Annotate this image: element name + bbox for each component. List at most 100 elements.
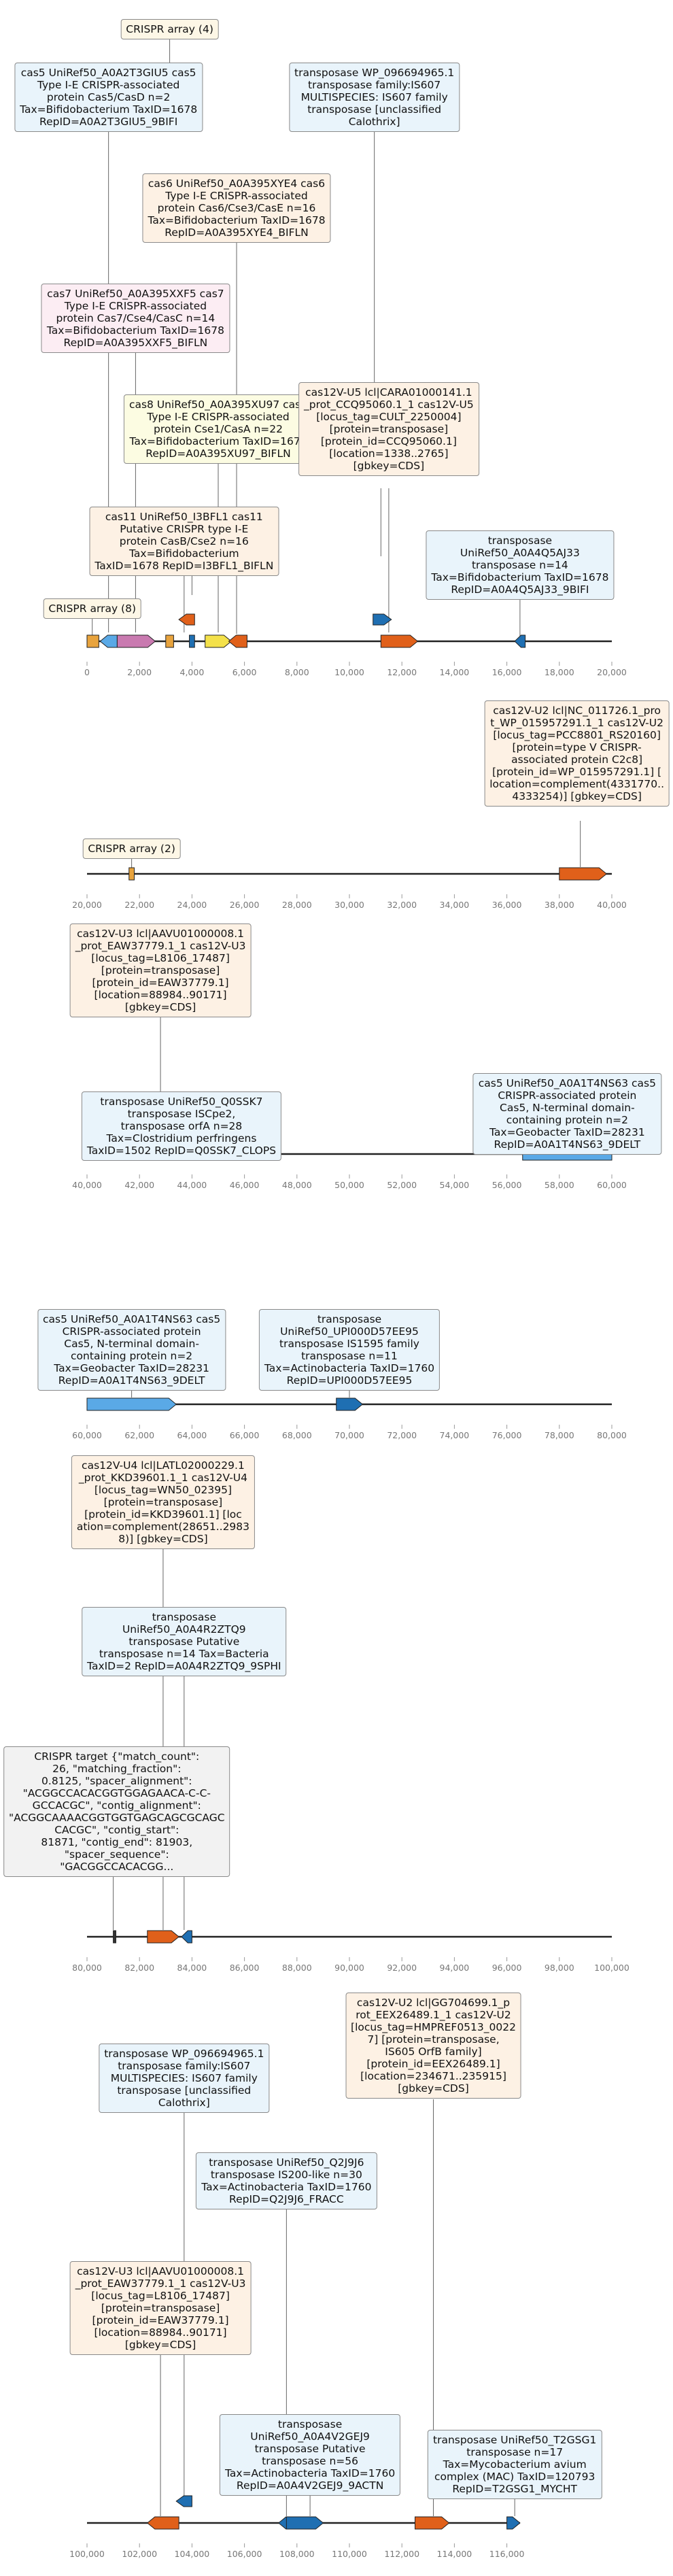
axis-tick-label: 66,000 <box>229 1430 260 1440</box>
axis-tick-label: 34,000 <box>439 900 470 910</box>
axis-tick-label: 26,000 <box>229 900 260 910</box>
gene-arrow <box>514 634 526 648</box>
gene-arrow <box>336 1397 364 1411</box>
axis-tick-label: 100,000 <box>594 1963 629 1973</box>
axis-tick-label: 98,000 <box>544 1963 574 1973</box>
axis-tick-label: 38,000 <box>544 900 574 910</box>
feature-annotation-label: transposase UniRef50_A0A4R2ZTQ9 transpos… <box>82 1607 287 1676</box>
axis-tick-label: 80,000 <box>597 1430 627 1440</box>
axis-tick-label: 90,000 <box>334 1963 364 1973</box>
axis-tick-label: 50,000 <box>334 1180 364 1190</box>
axis-tick-label: 68,000 <box>281 1430 312 1440</box>
feature-annotation-label: transposase UniRef50_A0A4Q5AJ33 transpos… <box>426 530 615 600</box>
gene-arrow <box>86 1397 177 1411</box>
feature-annotation-label: transposase WP_096694965.1 transposase f… <box>289 63 460 132</box>
feature-annotation-label: cas12V-U4 lcl|LATL02000229.1 _prot_KKD39… <box>71 1455 256 1549</box>
axis-tick-label: 32,000 <box>387 900 417 910</box>
axis-tick-label: 100,000 <box>69 2549 105 2559</box>
axis-tick-label: 56,000 <box>491 1180 522 1190</box>
axis-tick-label: 58,000 <box>544 1180 574 1190</box>
axis-tick-label: 92,000 <box>387 1963 417 1973</box>
axis-tick-label: 74,000 <box>439 1430 470 1440</box>
feature-annotation-label: cas6 UniRef50_A0A395XYE4 cas6 Type I-E C… <box>142 173 331 243</box>
feature-annotation-label: cas12V-U5 lcl|CARA01000141.1 _prot_CCQ95… <box>298 382 479 476</box>
axis-tick-label: 64,000 <box>177 1430 207 1440</box>
feature-annotation-label: CRISPR array (2) <box>82 838 181 859</box>
feature-annotation-label: transposase UniRef50_T2GSG1 transposase … <box>427 2430 602 2499</box>
axis-tick-label: 78,000 <box>544 1430 574 1440</box>
axis-tick-label: 2,000 <box>127 667 152 677</box>
feature-box <box>113 1930 116 1944</box>
axis-tick-label: 20,000 <box>72 900 102 910</box>
axis-tick-label: 40,000 <box>597 900 627 910</box>
axis-tick-label: 22,000 <box>124 900 155 910</box>
axis-tick-label: 110,000 <box>332 2549 367 2559</box>
feature-annotation-label: cas12V-U2 lcl|NC_011726.1_pro t_WP_01595… <box>484 700 670 807</box>
axis-tick-label: 18,000 <box>544 667 574 677</box>
gene-arrow <box>178 613 195 626</box>
feature-annotation-label: cas7 UniRef50_A0A395XXF5 cas7 Type I-E C… <box>41 284 230 353</box>
feature-annotation-label: transposase WP_096694965.1 transposase f… <box>99 2044 270 2113</box>
axis-tick-label: 80,000 <box>72 1963 102 1973</box>
feature-annotation-label: CRISPR target {"match_count": 26, "match… <box>3 1746 230 1877</box>
feature-annotation-label: transposase UniRef50_A0A4V2GEJ9 transpos… <box>219 2414 401 2496</box>
axis-tick-label: 70,000 <box>334 1430 364 1440</box>
gene-arrow <box>228 634 247 648</box>
axis-tick-label: 60,000 <box>597 1180 627 1190</box>
feature-annotation-label: cas11 UniRef50_I3BFL1 cas11 Putative CRI… <box>89 507 279 576</box>
gene-arrow <box>559 867 608 881</box>
feature-annotation-label: cas5 UniRef50_A0A2T3GIU5 cas5 Type I-E C… <box>14 63 203 132</box>
feature-annotation-label: cas5 UniRef50_A0A1T4NS63 cas5 CRISPR-ass… <box>472 1073 661 1155</box>
gene-arrow <box>181 1930 192 1944</box>
gene-arrow <box>415 2516 450 2530</box>
gene-arrow <box>146 2516 179 2530</box>
axis-tick-label: 4,000 <box>179 667 205 677</box>
gene-arrow <box>147 1930 179 1944</box>
axis-tick-label: 108,000 <box>279 2549 315 2559</box>
feature-annotation-label: cas5 UniRef50_A0A1T4NS63 cas5 CRISPR-ass… <box>37 1309 226 1391</box>
axis-tick-label: 28,000 <box>281 900 312 910</box>
axis-tick-label: 82,000 <box>124 1963 155 1973</box>
axis-tick-label: 52,000 <box>387 1180 417 1190</box>
feature-annotation-label: cas12V-U3 lcl|AAVU01000008.1 _prot_EAW37… <box>69 923 252 1017</box>
gene-arrow <box>175 2495 192 2507</box>
axis-tick-label: 88,000 <box>281 1963 312 1973</box>
feature-annotation-label: transposase UniRef50_UPI000D57EE95 trans… <box>258 1309 441 1391</box>
axis-tick-label: 62,000 <box>124 1430 155 1440</box>
feature-annotation-label: cas8 UniRef50_A0A395XU97 cas8 Type I-E C… <box>123 394 313 464</box>
axis-tick-label: 24,000 <box>177 900 207 910</box>
axis-tick-label: 106,000 <box>226 2549 262 2559</box>
axis-tick-label: 46,000 <box>229 1180 260 1190</box>
axis-tick-label: 0 <box>84 667 90 677</box>
feature-annotation-label: CRISPR array (4) <box>120 19 219 39</box>
axis-tick-label: 36,000 <box>491 900 522 910</box>
gene-arrow <box>116 634 156 648</box>
axis-tick-label: 86,000 <box>229 1963 260 1973</box>
axis-tick-label: 84,000 <box>177 1963 207 1973</box>
feature-box <box>128 867 135 881</box>
feature-box <box>86 634 99 648</box>
axis-tick-label: 40,000 <box>72 1180 102 1190</box>
gene-arrow <box>380 634 419 648</box>
axis-tick-label: 76,000 <box>491 1430 522 1440</box>
axis-tick-label: 104,000 <box>174 2549 210 2559</box>
axis-tick-label: 54,000 <box>439 1180 470 1190</box>
feature-annotation-label: cas12V-U3 lcl|AAVU01000008.1 _prot_EAW37… <box>69 2261 252 2355</box>
feature-annotation-label: cas12V-U2 lcl|GG704699.1_p rot_EEX26489.… <box>345 1993 521 2099</box>
axis-tick-label: 114,000 <box>436 2549 472 2559</box>
axis-tick-label: 60,000 <box>72 1430 102 1440</box>
axis-tick-label: 116,000 <box>489 2549 525 2559</box>
axis-tick-label: 6,000 <box>232 667 257 677</box>
feature-box <box>189 634 195 648</box>
feature-annotation-label: CRISPR array (8) <box>43 598 142 619</box>
axis-tick-label: 112,000 <box>384 2549 420 2559</box>
axis-tick-label: 96,000 <box>491 1963 522 1973</box>
gene-arrow <box>286 2516 324 2530</box>
feature-annotation-label: transposase UniRef50_Q0SSK7 transposase … <box>81 1091 282 1161</box>
axis-tick-label: 16,000 <box>491 667 522 677</box>
gene-arrow <box>506 2516 521 2530</box>
gene-arrow <box>205 634 232 648</box>
axis-tick-label: 14,000 <box>439 667 470 677</box>
axis-tick-label: 30,000 <box>334 900 364 910</box>
